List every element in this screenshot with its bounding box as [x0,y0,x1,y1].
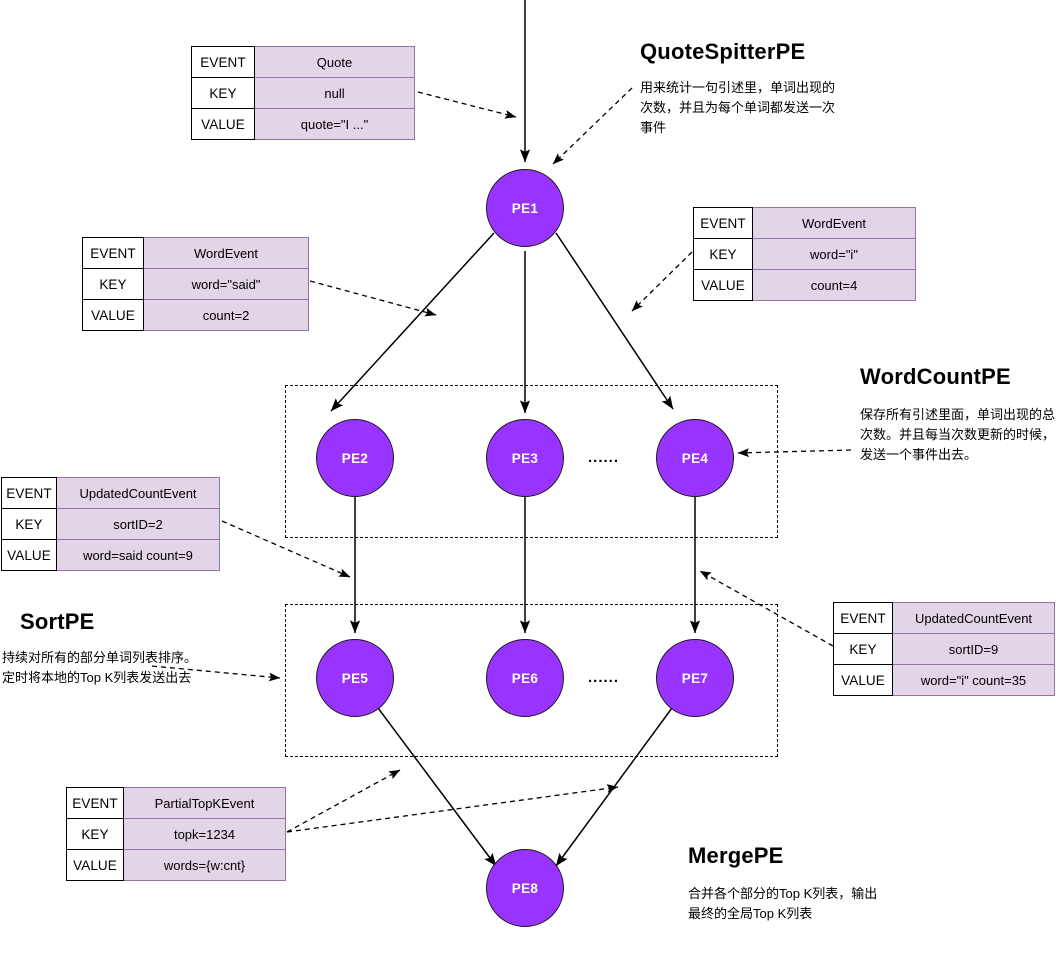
table-row: EVENT WordEvent [82,237,309,269]
value-value: word=said count=9 [56,539,220,571]
desc-line: 最终的全局Top K列表 [688,906,813,921]
table-row: VALUE word=said count=9 [1,539,220,571]
row-label-value: VALUE [693,269,753,301]
row-label-value: VALUE [66,849,124,881]
pe-node-pe1[interactable]: PE1 [486,169,564,247]
event-table-word-event-said: EVENT WordEvent KEY word="said" VALUE co… [82,237,309,331]
table-row: EVENT UpdatedCountEvent [1,477,220,509]
table-row: VALUE words={w:cnt} [66,849,286,881]
pe-node-pe8[interactable]: PE8 [486,849,564,927]
row-label-value: VALUE [833,664,893,696]
section-desc-sort: 持续对所有的部分单词列表排序。 定时将本地的Top K列表发送出去 [2,648,232,688]
row-label-value: VALUE [191,108,255,140]
row-label-key: KEY [1,508,57,540]
row-label-value: VALUE [1,539,57,571]
pe-node-label: PE2 [341,450,369,466]
table-row: KEY word="said" [82,268,309,300]
section-title-sort: SortPE [20,609,95,634]
table-row: VALUE count=2 [82,299,309,331]
table-row: EVENT WordEvent [693,207,916,239]
pe-node-label: PE4 [681,450,709,466]
section-title-quote-spitter: QuoteSpitterPE [640,39,806,64]
key-value: null [254,77,415,109]
pe-node-label: PE8 [511,880,539,896]
row-label-key: KEY [66,818,124,850]
key-value: word="said" [143,268,309,300]
pe-node-label: PE6 [511,670,539,686]
desc-line: 发送一个事件出去。 [860,447,978,462]
table-row: EVENT Quote [191,46,415,78]
row-label-event: EVENT [1,477,57,509]
ellipsis-sort: ...... [588,669,620,686]
pe-node-pe2[interactable]: PE2 [316,419,394,497]
pe-node-pe7[interactable]: PE7 [656,639,734,717]
ellipsis-wordcount: ...... [588,449,620,466]
key-value: sortID=9 [892,633,1055,665]
value-value: quote="I ..." [254,108,415,140]
table-row: KEY null [191,77,415,109]
row-label-key: KEY [693,238,753,270]
event-table-updated-count-event-i: EVENT UpdatedCountEvent KEY sortID=9 VAL… [833,602,1055,696]
section-desc-merge: 合并各个部分的Top K列表，输出 最终的全局Top K列表 [688,884,908,924]
key-value: sortID=2 [56,508,220,540]
pe-node-label: PE3 [511,450,539,466]
event-value: UpdatedCountEvent [892,602,1055,634]
row-label-event: EVENT [82,237,144,269]
table-row: VALUE word="i" count=35 [833,664,1055,696]
event-value: UpdatedCountEvent [56,477,220,509]
value-value: count=4 [752,269,916,301]
key-value: topk=1234 [123,818,286,850]
section-title-word-count: WordCountPE [860,364,1011,389]
table-row: KEY word="i" [693,238,916,270]
key-value: word="i" [752,238,916,270]
desc-line: 次数。并且每当次数更新的时候， [860,427,1056,442]
row-label-event: EVENT [191,46,255,78]
table-row: KEY sortID=2 [1,508,220,540]
event-table-quote-event: EVENT Quote KEY null VALUE quote="I ..." [191,46,415,140]
event-value: PartialTopKEvent [123,787,286,819]
table-row: EVENT UpdatedCountEvent [833,602,1055,634]
desc-line: 合并各个部分的Top K列表，输出 [688,886,878,901]
value-value: word="i" count=35 [892,664,1055,696]
table-row: EVENT PartialTopKEvent [66,787,286,819]
pe-node-pe5[interactable]: PE5 [316,639,394,717]
desc-line: 持续对所有的部分单词列表排序。 [2,650,198,665]
section-desc-word-count: 保存所有引述里面，单词出现的总 次数。并且每当次数更新的时候， 发送一个事件出去… [860,405,1056,465]
row-label-event: EVENT [833,602,893,634]
event-table-updated-count-event-said: EVENT UpdatedCountEvent KEY sortID=2 VAL… [1,477,220,571]
pe-node-pe4[interactable]: PE4 [656,419,734,497]
row-label-key: KEY [191,77,255,109]
desc-line: 用来统计一句引述里，单词出现的 [640,80,836,95]
event-table-word-event-i: EVENT WordEvent KEY word="i" VALUE count… [693,207,916,301]
row-label-event: EVENT [693,207,753,239]
desc-line: 保存所有引述里面，单词出现的总 [860,407,1056,422]
pe-node-label: PE1 [511,200,539,216]
row-label-event: EVENT [66,787,124,819]
pe-node-label: PE5 [341,670,369,686]
event-value: Quote [254,46,415,78]
event-value: WordEvent [143,237,309,269]
pe-node-pe3[interactable]: PE3 [486,419,564,497]
desc-line: 事件 [640,120,667,135]
event-table-partial-topk-event: EVENT PartialTopKEvent KEY topk=1234 VAL… [66,787,286,881]
table-row: VALUE quote="I ..." [191,108,415,140]
table-row: VALUE count=4 [693,269,916,301]
event-value: WordEvent [752,207,916,239]
pe-node-pe6[interactable]: PE6 [486,639,564,717]
wordcount-group-box [285,385,778,538]
section-desc-quote-spitter: 用来统计一句引述里，单词出现的 次数，并且为每个单词都发送一次 事件 [640,78,870,138]
row-label-key: KEY [82,268,144,300]
section-title-merge: MergePE [688,843,784,868]
desc-line: 定时将本地的Top K列表发送出去 [2,670,192,685]
value-value: words={w:cnt} [123,849,286,881]
table-row: KEY sortID=9 [833,633,1055,665]
pe-node-label: PE7 [681,670,709,686]
sort-group-box [285,604,778,757]
table-row: KEY topk=1234 [66,818,286,850]
row-label-key: KEY [833,633,893,665]
desc-line: 次数，并且为每个单词都发送一次 [640,100,836,115]
row-label-value: VALUE [82,299,144,331]
value-value: count=2 [143,299,309,331]
